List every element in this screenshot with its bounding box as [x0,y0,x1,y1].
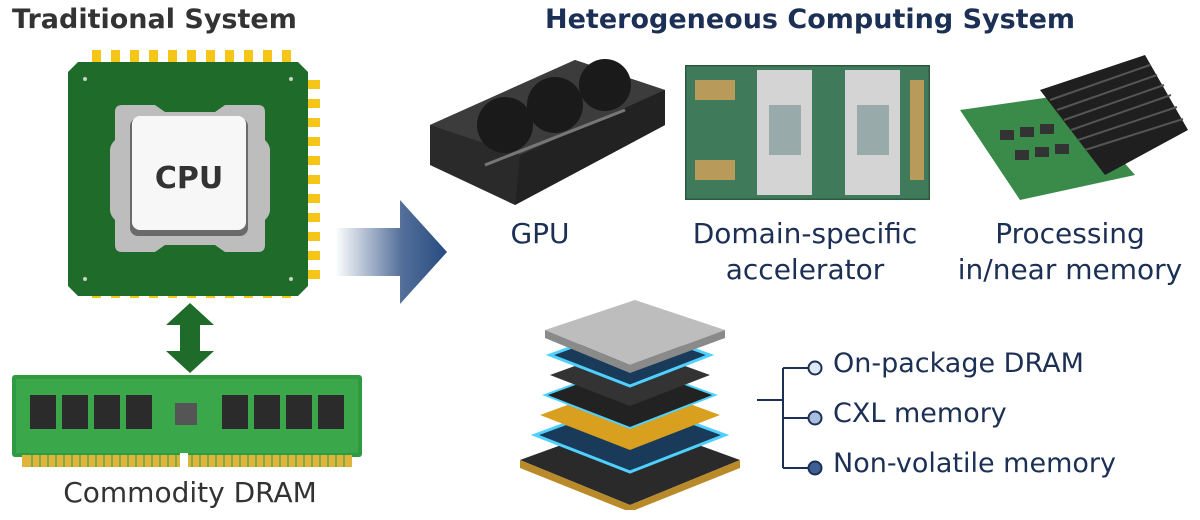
gpu-label: GPU [510,217,570,250]
memory-type-nvm: Non-volatile memory [833,448,1116,479]
dram-module-illustration [12,375,362,469]
device-label-accelerator: Domain-specific accelerator [680,216,930,288]
dot-on-package-icon [807,360,823,376]
cpu-label: CPU [155,161,223,196]
traditional-title: Traditional System [12,4,297,35]
accelerator-label-line1: Domain-specific [692,217,918,250]
memory-type-cxl: CXL memory [833,398,1007,429]
gpu-illustration [430,59,665,205]
cpu-chip-illustration: CPU [68,50,320,298]
memory-stack-illustration [520,300,740,510]
memory-tree-connector [757,360,823,476]
transition-arrow-icon [335,200,447,304]
dot-cxl-icon [807,410,823,426]
pim-illustration [960,55,1188,200]
memory-type-on-package: On-package DRAM [833,348,1084,379]
accelerator-illustration [685,65,930,200]
pim-label-line1: Processing [995,217,1145,250]
device-label-pim: Processing in/near memory [945,216,1195,288]
heterogeneous-title: Heterogeneous Computing System [545,4,1076,35]
dram-label: Commodity DRAM [63,476,317,509]
device-label-gpu: GPU [470,216,610,252]
pim-label-line2: in/near memory [957,253,1183,286]
dot-nvm-icon [807,460,823,476]
accelerator-label-line2: accelerator [725,253,885,286]
bidirectional-arrow-icon [166,303,214,373]
